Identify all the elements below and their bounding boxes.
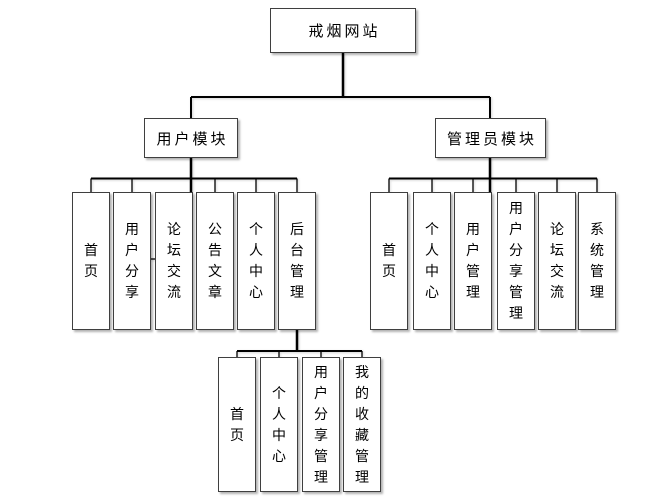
node-backend-personal-center: 个人中心 [260, 357, 298, 492]
backend-children-connector [236, 330, 363, 357]
node-label: 系统管理 [590, 221, 604, 300]
node-label: 个人中心 [272, 384, 286, 464]
node-backend-favorites-mgmt: 我的收藏管理 [343, 357, 381, 492]
node-label: 我的收藏管理 [355, 363, 369, 485]
node-user-backend-mgmt: 后台管理 [278, 192, 316, 330]
root-to-modules-connector [190, 53, 491, 118]
node-user-home: 首页 [72, 192, 110, 330]
node-backend-share-mgmt: 用户分享管理 [302, 357, 340, 492]
node-root-label: 戒烟网站 [308, 23, 381, 40]
node-admin-system-mgmt: 系统管理 [578, 192, 616, 330]
admin-module-children-connector [388, 158, 598, 192]
node-admin-forum: 论坛交流 [538, 192, 576, 330]
node-label: 首页 [84, 242, 98, 279]
node-user-personal-center: 个人中心 [237, 192, 275, 330]
node-admin-user-mgmt: 用户管理 [454, 192, 492, 330]
node-label: 个人中心 [425, 221, 439, 300]
node-user-module: 用户模块 [144, 118, 238, 158]
node-label: 用户分享 [125, 221, 139, 300]
node-label: 论坛交流 [167, 221, 181, 300]
user-module-children-connector [90, 158, 298, 260]
node-root: 戒烟网站 [270, 8, 416, 53]
node-label: 用户分享管理 [509, 200, 523, 321]
node-label: 论坛交流 [550, 221, 564, 300]
node-user-module-label: 用户模块 [156, 130, 229, 148]
node-label: 个人中心 [249, 221, 263, 300]
node-user-share: 用户分享 [113, 192, 151, 330]
node-label: 公告文章 [208, 221, 222, 300]
node-label: 首页 [382, 242, 396, 279]
node-user-announcement: 公告文章 [196, 192, 234, 330]
node-label: 首页 [230, 405, 244, 443]
node-admin-home: 首页 [370, 192, 408, 330]
node-label: 用户管理 [466, 221, 480, 300]
node-backend-home: 首页 [218, 357, 256, 492]
node-label: 后台管理 [290, 221, 304, 300]
node-user-forum: 论坛交流 [155, 192, 193, 330]
node-label: 用户分享管理 [314, 363, 328, 485]
node-admin-module-label: 管理员模块 [446, 130, 537, 148]
node-admin-personal-center: 个人中心 [413, 192, 451, 330]
node-admin-share-mgmt: 用户分享管理 [497, 192, 535, 330]
node-admin-module: 管理员模块 [435, 118, 546, 158]
